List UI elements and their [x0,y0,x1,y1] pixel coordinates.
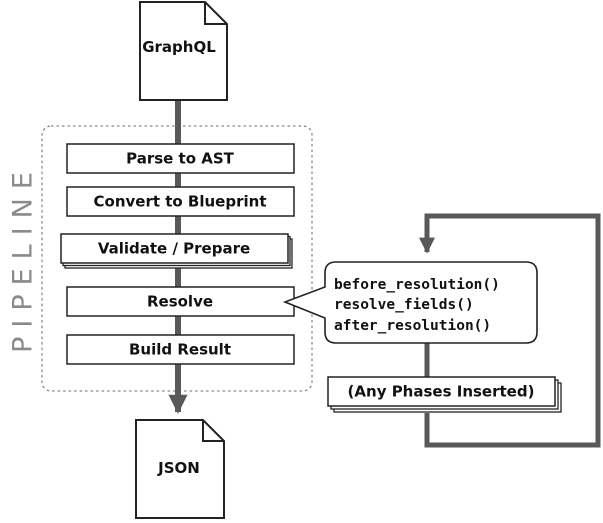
pipeline-label: PIPELINE [8,163,39,353]
step-build-result: Build Result [66,334,295,365]
json-label: JSON [157,459,200,477]
callout-line-before-resolution: before_resolution() [334,277,500,293]
step-convert-to-blueprint: Convert to Blueprint [66,186,295,217]
json-document: JSON [135,419,225,519]
graphql-document: GraphQL [139,1,228,101]
graphql-label: GraphQL [142,38,216,56]
callout-line-resolve-fields: resolve_fields() [334,297,474,313]
step-resolve: Resolve [66,286,295,317]
step-parse-to-ast: Parse to AST [66,143,295,174]
resolve-loop [418,213,601,448]
step-build-label: Build Result [129,341,231,359]
inserted-phases-label: (Any Phases Inserted) [348,383,535,401]
callout-line-after-resolution: after_resolution() [334,318,491,334]
step-convert-label: Convert to Blueprint [94,193,267,211]
step-parse-label: Parse to AST [126,150,235,168]
step-resolve-label: Resolve [147,293,213,311]
inserted-phases-box: (Any Phases Inserted) [327,376,562,413]
resolve-detail-callout: before_resolution() resolve_fields() aft… [282,261,538,344]
step-validate-prepare: Validate / Prepare [60,233,293,269]
step-validate-label: Validate / Prepare [98,240,250,258]
